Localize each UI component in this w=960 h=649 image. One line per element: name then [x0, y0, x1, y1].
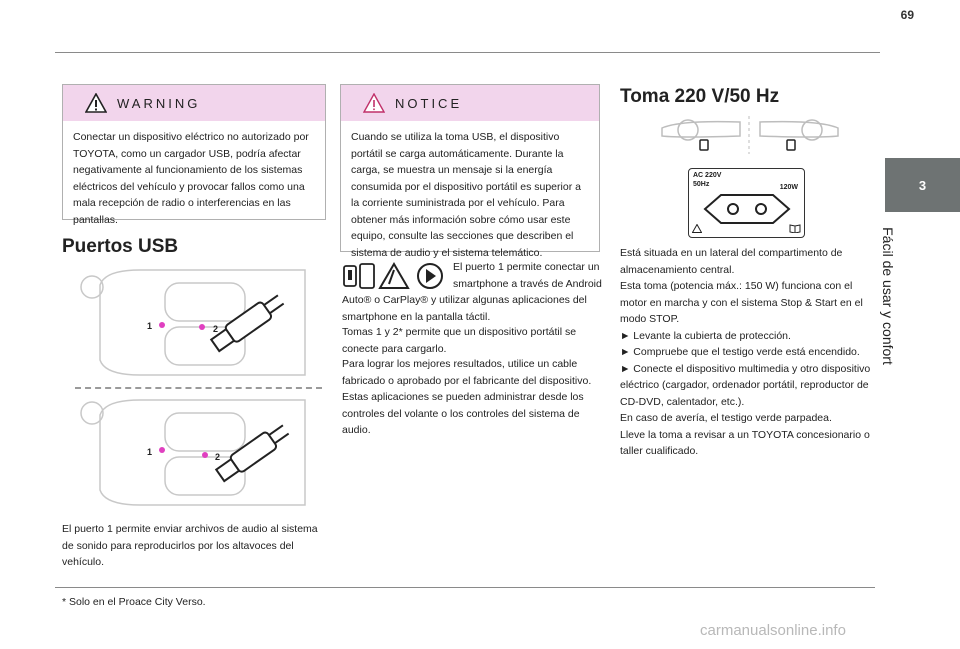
notice-triangle-icon: [363, 93, 385, 113]
socket-line-fault: En caso de avería, el testigo verde parp…: [620, 412, 832, 424]
usb-caption: El puerto 1 permite enviar archivos de a…: [62, 523, 318, 568]
usb-text-line3: Tomas 1 y 2* permite que un dispositivo …: [342, 326, 577, 355]
plate-warning-icon: [692, 224, 702, 233]
socket-heading: Toma 220 V/50 Hz: [620, 86, 780, 107]
connectivity-icons: [342, 260, 447, 292]
warning-triangle-icon: [85, 93, 107, 113]
usb-ports-illustration-2: 1 2: [70, 395, 325, 510]
callout-1b: 1: [147, 447, 152, 457]
usb-text-line4: Para lograr los mejores resultados, util…: [342, 358, 592, 436]
chapter-title-text: Fácil de usar y confort: [880, 227, 896, 365]
illustration-separator: [75, 387, 322, 389]
socket-text: Está situada en un lateral del compartim…: [620, 245, 875, 460]
warning-text: Conectar un dispositivo eléctrico no aut…: [73, 131, 309, 226]
usb-heading: Puertos USB: [62, 236, 179, 257]
manual-book-icon: [789, 224, 801, 233]
socket-step-3: ► Conecte el dispositivo multimedia y ot…: [620, 362, 871, 408]
usb-plug-icon: [209, 294, 285, 353]
callout-1: 1: [147, 321, 152, 331]
warning-box: WARNING Conectar un dispositivo eléctric…: [62, 84, 326, 226]
plate-voltage: AC 220V: [693, 172, 722, 179]
top-rule: [55, 52, 880, 53]
usb-ports-illustration-1: 1 2: [70, 265, 325, 380]
socket-line-1: Está situada en un lateral del compartim…: [620, 247, 843, 276]
bottom-rule: [55, 587, 875, 588]
callout-dot-1b: [159, 447, 165, 453]
notice-text: Cuando se utiliza la toma USB, el dispos…: [351, 131, 581, 259]
notice-header: NOTICE: [341, 85, 599, 121]
socket-line-2: Esta toma (potencia máx.: 150 W) funcion…: [620, 280, 863, 325]
euro-socket-icon: [703, 194, 791, 224]
callout-dot-1: [159, 322, 165, 328]
usb-plug-icon-b: [214, 424, 290, 483]
socket-location-illustration: [661, 116, 839, 154]
carplay-icon: [417, 263, 443, 289]
notice-box: NOTICE Cuando se utiliza la toma USB, el…: [340, 84, 600, 259]
mirrorlink-icon: [343, 263, 375, 289]
socket-icon-right: [786, 139, 796, 151]
watermark: carmanualsonline.info: [700, 622, 846, 639]
plate-frequency: 50Hz: [693, 181, 710, 188]
footnote: * Solo en el Proace City Verso.: [62, 596, 206, 608]
socket-step-1: ► Levante la cubierta de protección.: [620, 329, 791, 342]
warning-header: WARNING: [63, 85, 325, 121]
plate-power: 120W: [779, 184, 798, 191]
socket-step-2: ► Compruebe que el testigo verde está en…: [620, 346, 860, 358]
socket-line-service: Lleve la toma a revisar a un TOYOTA conc…: [620, 428, 870, 458]
warning-title: WARNING: [117, 95, 201, 111]
android-auto-icon: [378, 262, 410, 289]
callout-2: 2: [213, 324, 218, 334]
notice-title: NOTICE: [395, 95, 463, 111]
usb-intro-right: El puerto 1 permite conectar un smartpho…: [453, 261, 602, 290]
callout-dot-2b: [202, 452, 208, 458]
callout-dot-2: [199, 324, 205, 330]
socket-icon-left: [699, 139, 709, 151]
chapter-number: 3: [918, 177, 927, 193]
usb-text-line2: Auto® o CarPlay® y utilizar algunas apli…: [342, 294, 587, 323]
chapter-tab[interactable]: 3: [885, 158, 960, 212]
callout-2b: 2: [215, 452, 220, 462]
socket-plate: AC 220V 50Hz 120W: [688, 168, 805, 238]
page-number: 69: [900, 8, 914, 22]
